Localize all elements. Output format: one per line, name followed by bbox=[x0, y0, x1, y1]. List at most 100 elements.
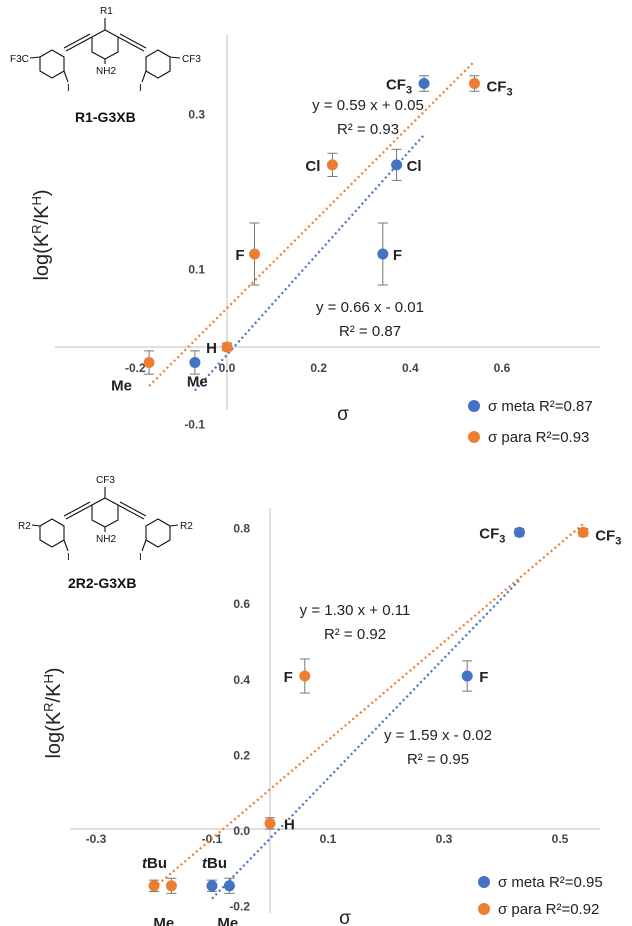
chart2-y-tick-label: -0.2 bbox=[229, 900, 250, 914]
structure2-left-i-bond bbox=[63, 539, 69, 552]
structure1-left-cf3-bond bbox=[29, 56, 41, 59]
chart-2: -0.3-0.10.10.30.5-0.20.00.20.40.60.8 tBu… bbox=[18, 475, 621, 926]
chart1-para-point: Me bbox=[111, 350, 155, 395]
chart1-legend-meta-marker bbox=[468, 400, 480, 412]
data-point-label: F bbox=[393, 247, 402, 264]
structure1-alkyne-left-b bbox=[63, 33, 91, 49]
structure1-left-group: F3C bbox=[10, 54, 29, 65]
structure2-central-ring bbox=[91, 497, 119, 528]
chart1-x-tick-label: -0.2 bbox=[125, 361, 146, 375]
structure1-right-group: CF3 bbox=[182, 54, 201, 65]
chart1-legend-para-label: σ para R²=0.93 bbox=[488, 429, 589, 446]
data-point-marker bbox=[299, 670, 311, 682]
data-point-label: CF3 bbox=[479, 525, 505, 545]
structure1-right-ring bbox=[145, 49, 171, 79]
chart1-meta-point: F bbox=[377, 222, 402, 286]
chart2-meta-point: F bbox=[461, 660, 488, 692]
data-point-marker bbox=[513, 526, 525, 538]
chart2-tick-labels: -0.3-0.10.10.30.5-0.20.00.20.40.60.8 bbox=[86, 522, 569, 914]
structure2-left-ring bbox=[39, 518, 65, 548]
chart1-meta-point: Me bbox=[187, 350, 208, 391]
structure1-left-ring bbox=[39, 49, 65, 79]
chart1-y-axis-label: log(KR/KH) bbox=[29, 189, 53, 280]
chart1-y-tick-label: -0.1 bbox=[184, 418, 205, 432]
structure1-right-i-bond bbox=[141, 70, 147, 83]
chart1-y-tick-label: 0.1 bbox=[188, 263, 205, 277]
chart1-legend-para-marker bbox=[468, 431, 480, 443]
chart1-para-point: H bbox=[206, 340, 233, 357]
data-point-label: Cl bbox=[407, 158, 422, 175]
chart2-para-point: H bbox=[264, 816, 295, 833]
chart2-trendlines bbox=[153, 523, 584, 900]
chart2-para-point: CF3 bbox=[577, 526, 621, 547]
structure1-left-i-bond bbox=[63, 70, 69, 83]
chart2-meta-point: CF3 bbox=[479, 525, 525, 545]
structure1-alkyne-left bbox=[65, 36, 93, 52]
chart1-para-trendline bbox=[148, 60, 476, 387]
chart2-x-tick-label: 0.1 bbox=[320, 832, 337, 846]
chart2-legend-meta-label: σ meta R²=0.95 bbox=[498, 874, 603, 891]
chart1-para-point: Cl bbox=[305, 152, 338, 177]
data-point-label: H bbox=[284, 816, 295, 833]
data-point-label: Me bbox=[187, 374, 208, 391]
chart1-para-point: CF3 bbox=[468, 75, 513, 99]
structure2-right-r2-bond bbox=[169, 524, 179, 527]
chart2-meta-r2: R² = 0.95 bbox=[407, 751, 469, 768]
data-point-marker bbox=[206, 880, 218, 892]
structure2-top-substituent: CF3 bbox=[96, 475, 115, 486]
structure2-right-halogen: I bbox=[139, 552, 142, 563]
chart2-meta-point: Me bbox=[217, 877, 238, 926]
chart2-legend-meta-marker bbox=[478, 876, 490, 888]
structure2-left-group: R2 bbox=[18, 521, 31, 532]
chart2-legend-para-label: σ para R²=0.92 bbox=[498, 901, 599, 918]
structure-1 bbox=[29, 18, 181, 83]
structure2-alkyne-left-b bbox=[63, 501, 91, 517]
chart1-para-point: F bbox=[235, 222, 260, 286]
structure1-left-halogen: I bbox=[67, 83, 70, 94]
data-point-marker bbox=[143, 357, 155, 368]
structure2-right-group: R2 bbox=[180, 521, 193, 532]
chart2-para-point: F bbox=[284, 658, 311, 694]
chart2-para-point: tBu bbox=[142, 855, 167, 892]
data-point-label: CF3 bbox=[386, 77, 412, 97]
data-point-label: Cl bbox=[305, 158, 320, 175]
chart2-x-tick-label: 0.5 bbox=[552, 832, 569, 846]
chart1-meta-equation: y = 0.66 x - 0.01 bbox=[316, 299, 424, 316]
chart2-x-axis-label: σ bbox=[339, 908, 351, 926]
data-point-label: Me bbox=[153, 915, 174, 926]
structure1-alkyne-right-b bbox=[119, 33, 147, 49]
structure2-amine: NH2 bbox=[96, 534, 116, 545]
data-point-marker bbox=[577, 526, 589, 538]
structure2-alkyne-right-b bbox=[119, 501, 147, 517]
structure2-right-i-bond bbox=[141, 539, 147, 552]
data-point-marker bbox=[148, 880, 160, 892]
data-point-marker bbox=[221, 341, 233, 353]
data-point-label: F bbox=[284, 669, 293, 686]
structure2-alkyne-right bbox=[117, 504, 145, 520]
data-point-label: CF3 bbox=[595, 527, 621, 547]
chart2-para-trendline bbox=[153, 523, 584, 889]
structure2-right-ring bbox=[145, 518, 171, 548]
data-point-label: Me bbox=[217, 915, 238, 926]
chart2-legend: σ meta R²=0.95 σ para R²=0.92 bbox=[478, 874, 603, 918]
chart2-meta-equation: y = 1.59 x - 0.02 bbox=[384, 727, 492, 744]
structure2-left-halogen: I bbox=[67, 552, 70, 563]
chart1-x-tick-label: 0.4 bbox=[402, 361, 419, 375]
data-point-label: tBu bbox=[142, 855, 167, 872]
data-point-label: F bbox=[235, 247, 244, 264]
data-point-label: tBu bbox=[202, 855, 227, 872]
chart1-structure-label: R1-G3XB bbox=[75, 109, 136, 125]
data-point-label: H bbox=[206, 340, 217, 357]
chart2-y-tick-label: 0.8 bbox=[233, 522, 250, 536]
data-point-label: Me bbox=[111, 378, 132, 395]
data-point-marker bbox=[264, 817, 276, 829]
chart2-y-tick-label: 0.6 bbox=[233, 597, 250, 611]
structure1-alkyne-right bbox=[117, 36, 145, 52]
chart2-para-equation: y = 1.30 x + 0.11 bbox=[300, 602, 411, 619]
data-point-marker bbox=[165, 880, 177, 892]
chart1-para-r2: R² = 0.93 bbox=[337, 121, 399, 138]
structure2-left-r2-bond bbox=[31, 524, 41, 527]
data-point-marker bbox=[248, 248, 260, 260]
